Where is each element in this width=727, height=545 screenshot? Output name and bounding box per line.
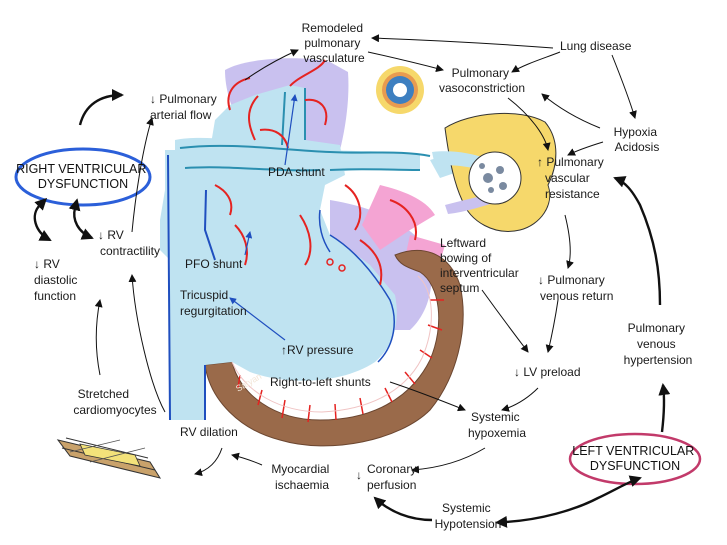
flow-arrows [33,34,671,528]
chordae-circle [326,258,334,266]
chordae-circle [338,264,346,272]
left-atrium-pink [205,180,445,262]
label-pulmonary-vascular-resistance: ↑ Pulmonary vascular resistance [537,155,607,201]
label-pulmonary-venous-hypertension: Pulmonary venous hypertension [624,321,693,367]
label-pda-shunt: PDA shunt [268,165,325,179]
pulmonary-arteries-red [214,59,417,286]
labels: Remodeled pulmonary vasculature Lung dis… [16,21,698,531]
lung-alveolus-icon [432,113,557,232]
vena-cava-outline [167,154,216,421]
label-hypoxia-acidosis: Hypoxia Acidosis [614,125,661,154]
pfo-shunt-arrow [244,231,253,256]
rv-pressure-arrow [229,297,286,341]
myocardium-inner-line [231,275,432,413]
label-lung-disease: Lung disease [560,39,632,53]
cardiomyocytes-icon [56,437,162,479]
label-lv-preload: ↓ LV preload [514,365,581,379]
label-right-ventricular-dysfunction: RIGHT VENTRICULAR DYSFUNCTION [16,162,150,191]
alveolus-cross-section-icon [376,66,424,114]
label-rv-contractility: ↓ RV contractility [98,228,160,258]
label-left-ventricular-dysfunction: LEFT VENTRICULAR DYSFUNCTION [572,444,698,473]
label-coronary-perfusion: ↓ Coronary perfusion [356,462,420,492]
label-systemic-hypoxemia: Systemic hypoxemia [468,410,526,440]
coronary-vessels-red [237,299,444,423]
label-leftward-bowing: Leftward bowing of interventricular sept… [440,236,522,295]
label-rv-pressure: ↑RV pressure [281,343,354,357]
pda-shunt-arrow [284,94,298,166]
label-pulmonary-venous-return: ↓ Pulmonary venous return [538,273,613,303]
label-right-to-left-shunts: Right-to-left shunts [270,375,371,389]
vessel-outline-teal [179,88,431,172]
label-tricuspid-regurgitation: Tricuspid regurgitation [180,288,247,318]
label-rv-diastolic-function: ↓ RV diastolic function [34,257,81,303]
label-pulmonary-vasoconstriction: Pulmonary vasoconstriction [439,66,525,95]
septum-outline [318,209,395,363]
label-myocardial-ischaemia: Myocardial ischaemia [271,462,332,492]
heart-illustration [160,58,478,447]
label-pulmonary-arterial-flow: ↓ Pulmonary arterial flow [150,92,220,122]
label-systemic-hypotension: Systemic Hypotension [435,501,502,531]
label-pfo-shunt: PFO shunt [185,257,243,271]
label-rv-dilation: RV dilation [180,425,238,439]
label-remodeled: Remodeled pulmonary vasculature [302,21,367,65]
label-stretched-cardiomyocytes: Stretched cardiomyocytes [73,387,156,417]
